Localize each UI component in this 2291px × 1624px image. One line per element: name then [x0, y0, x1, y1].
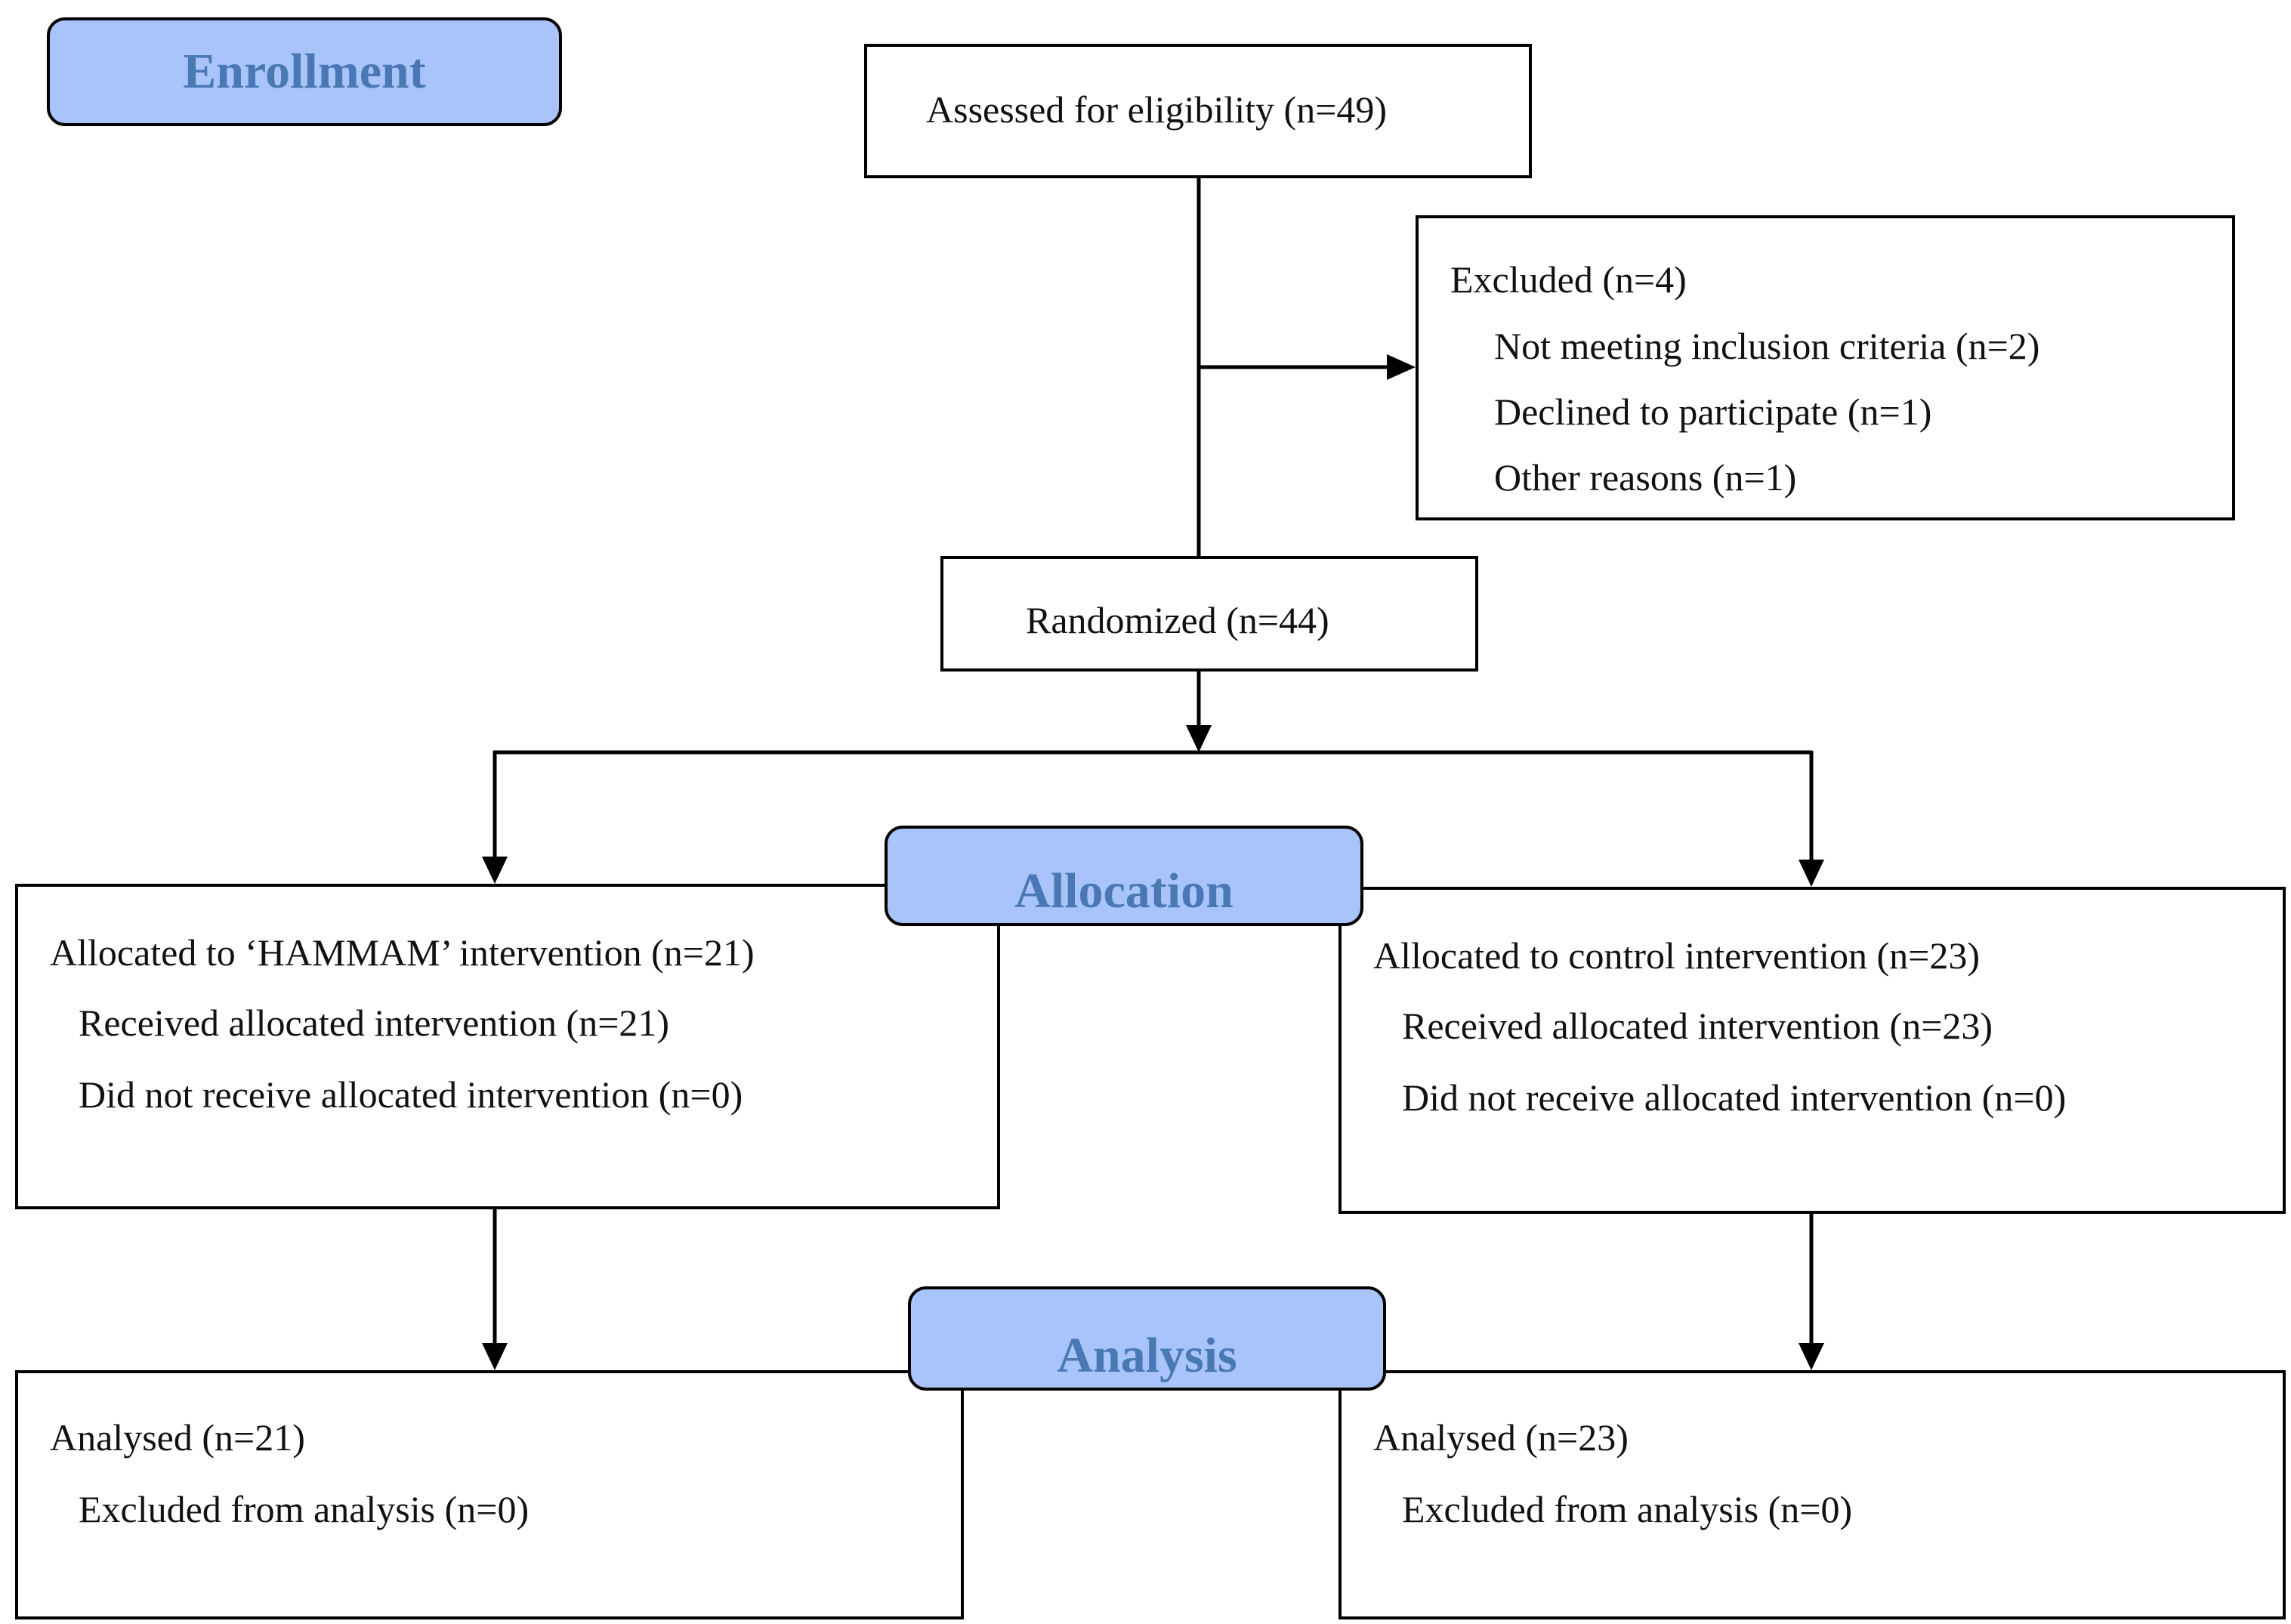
arrowhead-right-arm — [1799, 860, 1824, 887]
stage-analysis-label: Analysis — [1057, 1328, 1237, 1383]
hammam-analysis-excluded: Excluded from analysis (n=0) — [79, 1488, 530, 1530]
excluded-title: Excluded (n=4) — [1450, 258, 1687, 301]
randomized-box: Randomized (n=44) — [940, 556, 1478, 672]
excluded-box: Excluded (n=4) Not meeting inclusion cri… — [1416, 215, 2235, 520]
control-analysis-box: Analysed (n=23) Excluded from analysis (… — [1338, 1370, 2286, 1619]
randomized-label: Randomized (n=44) — [1026, 599, 1329, 641]
excluded-item: Not meeting inclusion criteria (n=2) — [1494, 325, 2040, 367]
control-arm-title: Allocated to control intervention (n=23) — [1373, 934, 1980, 977]
assessed-box: Assessed for eligibility (n=49) — [864, 44, 1532, 178]
hammam-analysis-box: Analysed (n=21) Excluded from analysis (… — [15, 1370, 964, 1619]
control-arm-not-received: Did not receive allocated intervention (… — [1402, 1076, 2067, 1119]
control-analysis-title: Analysed (n=23) — [1373, 1416, 1629, 1459]
stage-analysis: Analysis — [908, 1286, 1386, 1391]
excluded-item: Other reasons (n=1) — [1494, 456, 1797, 499]
arrowhead-excluded — [1387, 354, 1416, 380]
arrowhead-left-analysis — [482, 1343, 508, 1370]
hammam-arm-not-received: Did not receive allocated intervention (… — [79, 1073, 743, 1116]
stage-allocation-label: Allocation — [1014, 863, 1233, 919]
hammam-arm-title: Allocated to ‘HAMMAM’ intervention (n=21… — [50, 931, 755, 974]
stage-enrollment: Enrollment — [47, 17, 562, 126]
control-arm-box: Allocated to control intervention (n=23)… — [1338, 887, 2286, 1214]
assessed-label: Assessed for eligibility (n=49) — [926, 88, 1388, 131]
hammam-analysis-title: Analysed (n=21) — [50, 1416, 305, 1459]
control-arm-received: Received allocated intervention (n=23) — [1402, 1005, 1993, 1047]
excluded-item: Declined to participate (n=1) — [1494, 391, 1932, 433]
hammam-arm-received: Received allocated intervention (n=21) — [79, 1002, 670, 1044]
stage-enrollment-label: Enrollment — [183, 44, 426, 99]
control-analysis-excluded: Excluded from analysis (n=0) — [1402, 1488, 1853, 1530]
arrowhead-right-analysis — [1799, 1343, 1824, 1370]
hammam-arm-box: Allocated to ‘HAMMAM’ intervention (n=21… — [15, 884, 1000, 1209]
arrowhead-randomized — [1186, 725, 1212, 752]
stage-allocation: Allocation — [885, 826, 1363, 926]
arrowhead-left-arm — [482, 857, 508, 884]
